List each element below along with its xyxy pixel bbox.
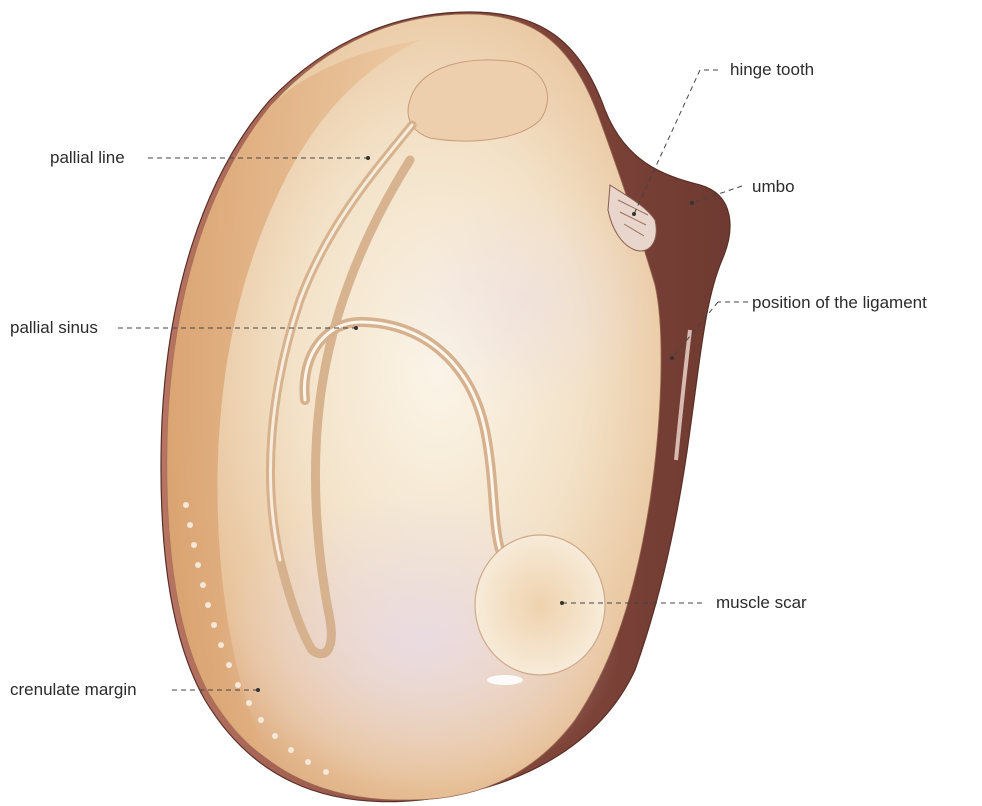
label-pallial-sinus: pallial sinus bbox=[10, 318, 98, 338]
posterior-muscle-scar bbox=[475, 535, 605, 675]
label-hinge-tooth: hinge tooth bbox=[730, 60, 814, 80]
label-muscle-scar: muscle scar bbox=[716, 593, 807, 613]
label-ligament: position of the ligament bbox=[752, 293, 927, 313]
label-pallial-line: pallial line bbox=[50, 148, 125, 168]
label-crenulate-margin: crenulate margin bbox=[10, 680, 137, 700]
label-umbo: umbo bbox=[752, 177, 795, 197]
